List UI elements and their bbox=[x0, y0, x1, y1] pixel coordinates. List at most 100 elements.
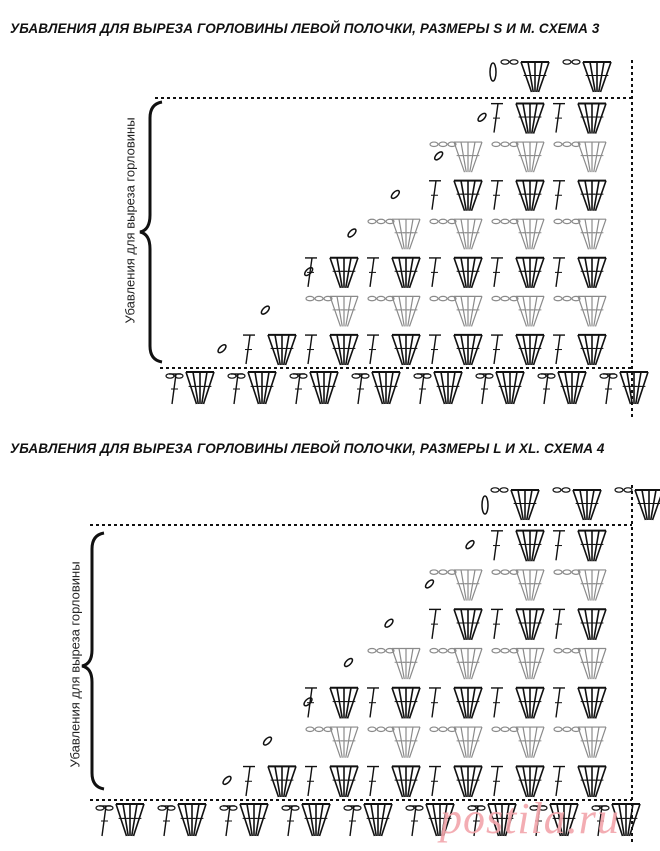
treble-stitch bbox=[553, 687, 565, 718]
chain-stitch bbox=[314, 726, 324, 733]
edge-chain-stitch bbox=[384, 618, 394, 628]
chain-stitch bbox=[367, 726, 377, 733]
chain-stitch bbox=[500, 295, 510, 302]
chain-stitch bbox=[438, 726, 448, 733]
stitch-fan bbox=[391, 686, 421, 719]
watermark: postila.ru bbox=[440, 794, 620, 843]
treble-stitch bbox=[491, 765, 503, 797]
chain-stitch bbox=[447, 295, 457, 302]
scheme-3-chart bbox=[139, 59, 649, 418]
chain-stitch bbox=[438, 569, 448, 575]
stitch-fan bbox=[515, 295, 545, 327]
stitch-fan bbox=[329, 726, 359, 758]
chain-stitch bbox=[571, 295, 581, 302]
stitch-fan bbox=[577, 569, 607, 601]
treble-stitch bbox=[553, 765, 565, 797]
chain-stitch bbox=[376, 647, 386, 654]
chain-stitch bbox=[500, 218, 510, 225]
stitch-pattern-scheme-3 bbox=[165, 59, 649, 405]
chain-stitch bbox=[571, 569, 581, 575]
chain-stitch bbox=[447, 647, 457, 654]
chain-stitch bbox=[376, 218, 386, 225]
chain-stitch bbox=[447, 726, 457, 733]
chain-stitch bbox=[484, 373, 494, 379]
edge-chain-stitch bbox=[262, 736, 273, 746]
treble-stitch bbox=[243, 765, 255, 797]
chain-stitch bbox=[476, 805, 486, 811]
treble-stitch bbox=[491, 334, 503, 365]
stitch-fan bbox=[515, 647, 545, 680]
stitch-fan bbox=[515, 256, 545, 289]
chain-stitch bbox=[600, 805, 610, 811]
chain-stitch bbox=[227, 373, 237, 379]
chain-stitch bbox=[367, 295, 377, 302]
edge-chain-stitch bbox=[222, 775, 232, 786]
stitch-fan bbox=[515, 179, 545, 211]
stitch-fan bbox=[577, 102, 607, 134]
chain-stitch bbox=[414, 805, 424, 811]
chain-stitch bbox=[562, 141, 572, 148]
chain-stitch bbox=[290, 805, 300, 811]
stitch-fan bbox=[453, 141, 483, 173]
chain-stitch bbox=[553, 647, 563, 654]
stitch-fan bbox=[453, 686, 483, 719]
edge-chain-stitch bbox=[217, 344, 227, 354]
chain-stitch bbox=[438, 141, 448, 148]
stitch-fan bbox=[267, 333, 297, 366]
stitch-fan bbox=[329, 333, 359, 366]
stitch-fan bbox=[634, 489, 660, 521]
chain-stitch bbox=[422, 373, 432, 379]
chain-stitch bbox=[553, 141, 563, 148]
edge-chain-stitch bbox=[390, 189, 401, 200]
edge-chain-stitch bbox=[343, 657, 354, 668]
chain-stitch bbox=[429, 218, 439, 225]
treble-stitch bbox=[367, 765, 379, 797]
chain-stitch bbox=[467, 805, 477, 811]
treble-stitch bbox=[429, 180, 441, 210]
stitch-fan bbox=[520, 61, 550, 93]
chain-stitch bbox=[236, 373, 246, 379]
stitch-fan bbox=[185, 371, 215, 405]
stitch-fan bbox=[515, 529, 545, 562]
stitch-fan bbox=[619, 371, 649, 405]
chain-stitch bbox=[509, 59, 519, 65]
chain-stitch bbox=[509, 218, 519, 225]
chain-stitch bbox=[529, 805, 539, 811]
chain-stitch bbox=[413, 373, 423, 379]
chain-stitch bbox=[562, 218, 572, 225]
chain-stitch bbox=[571, 218, 581, 225]
treble-stitch bbox=[367, 257, 379, 287]
chain-stitch bbox=[429, 647, 439, 654]
curly-brace bbox=[139, 100, 163, 364]
stitch-fan bbox=[495, 371, 525, 405]
stitch-fan bbox=[515, 333, 545, 366]
treble-stitch bbox=[305, 765, 317, 797]
stitch-fan bbox=[577, 647, 607, 680]
stitch-fan bbox=[239, 803, 269, 837]
chain-stitch bbox=[385, 726, 395, 733]
chain-stitch bbox=[571, 59, 581, 65]
stitch-fan bbox=[510, 489, 540, 521]
chain-stitch bbox=[447, 569, 457, 575]
stitch-fan bbox=[453, 179, 483, 211]
chain-stitch bbox=[343, 805, 353, 811]
stitch-fan bbox=[453, 569, 483, 601]
stitch-fan bbox=[515, 726, 545, 758]
chain-stitch bbox=[429, 141, 439, 148]
stitch-fan bbox=[572, 489, 602, 521]
treble-stitch bbox=[491, 257, 503, 287]
chain-stitch bbox=[546, 373, 556, 379]
treble-stitch bbox=[429, 334, 441, 365]
diagram-title-scheme-4: УБАВЛЕНИЯ ДЛЯ ВЫРЕЗА ГОРЛОВИНЫ ЛЕВОЙ ПОЛ… bbox=[10, 441, 605, 456]
chain-stitch bbox=[537, 373, 547, 379]
stitch-fan bbox=[329, 686, 359, 719]
edge-chain-stitch bbox=[303, 697, 313, 707]
edge-chain-stitch bbox=[260, 305, 271, 315]
stitch-fan bbox=[515, 686, 545, 719]
chain-stitch bbox=[219, 805, 229, 811]
treble-stitch bbox=[491, 102, 503, 133]
chain-stitch bbox=[562, 726, 572, 733]
stitch-fan bbox=[549, 803, 579, 837]
chain-stitch bbox=[509, 141, 519, 148]
stitch-fan bbox=[425, 803, 455, 837]
